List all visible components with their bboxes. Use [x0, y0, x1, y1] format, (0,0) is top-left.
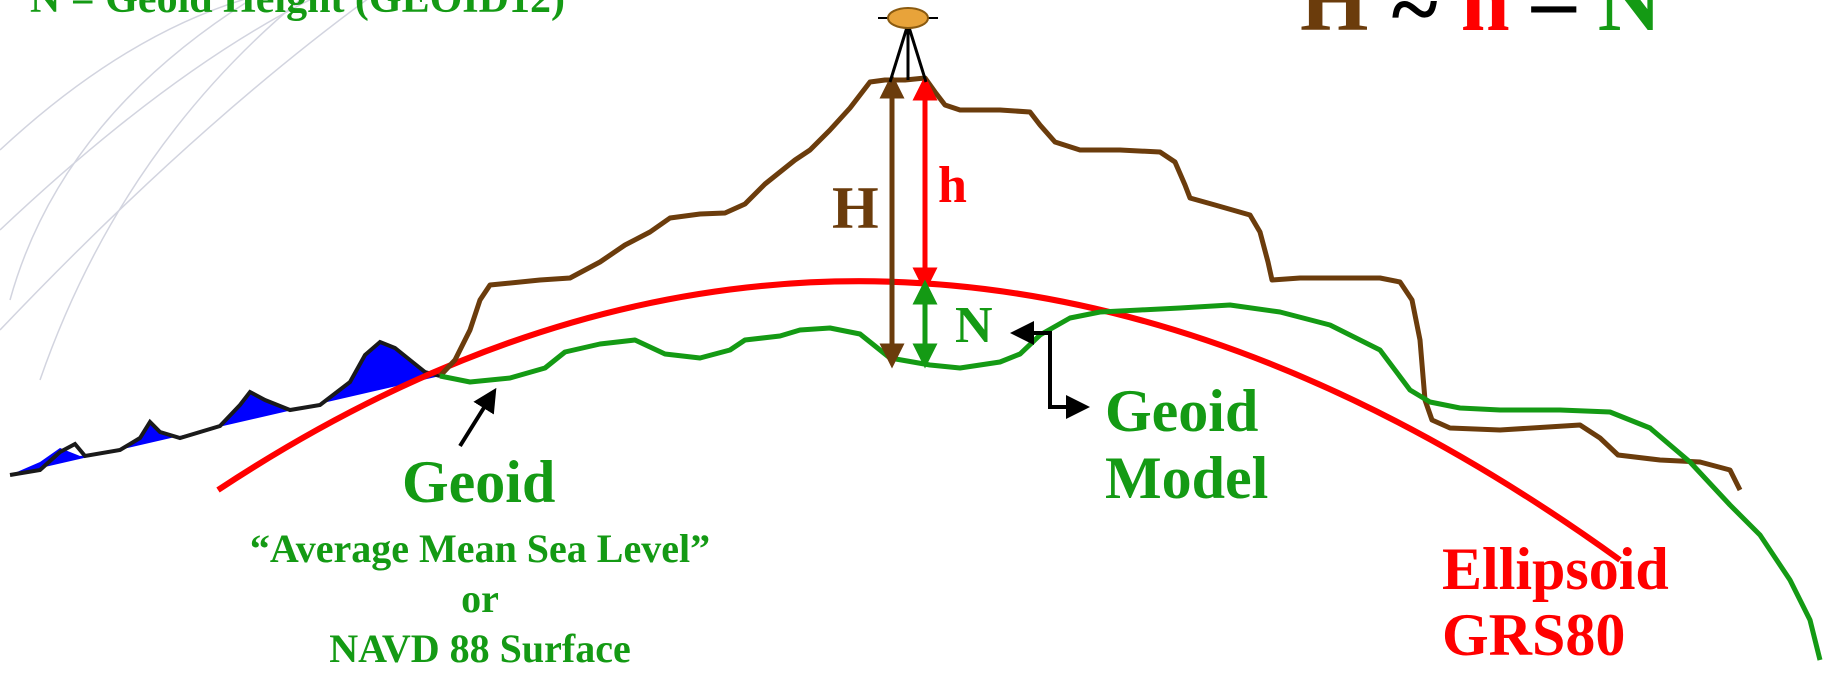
- geoid-description-line1: “Average Mean Sea Level”: [249, 526, 711, 571]
- geoid-model-label-line1: Geoid: [1105, 378, 1259, 444]
- height-equation: H ≈ h – N: [1300, 0, 1661, 46]
- background-arcs: [0, 0, 368, 381]
- equation-minus: –: [1531, 0, 1576, 50]
- ellipsoid-curve: [216, 278, 1622, 563]
- h-label: h: [938, 157, 967, 214]
- geoid-height-legend: N = Geoid Height (GEOID12): [30, 0, 565, 20]
- geoid-description-line2: or: [461, 576, 499, 621]
- ellipsoid-label-line2: GRS80: [1442, 602, 1626, 668]
- ocean-fill: [10, 342, 440, 475]
- N-label: N: [955, 297, 993, 354]
- terrain-line: [438, 75, 1743, 492]
- ellipsoid-label: Ellipsoid GRS80: [1442, 536, 1669, 668]
- geoid-model-label-line2: Model: [1105, 445, 1269, 512]
- geoid-description-line3: NAVD 88 Surface: [329, 626, 631, 671]
- equation-H: H: [1300, 0, 1369, 50]
- equation-N: N: [1597, 0, 1662, 50]
- equation-approx: ≈: [1390, 0, 1439, 50]
- geoid-pointer-arrow: [458, 387, 497, 448]
- gps-tripod-icon: [878, 7, 938, 83]
- H-label: H: [832, 175, 879, 241]
- ellipsoid-label-line1: Ellipsoid: [1442, 536, 1669, 602]
- geoid-description: “Average Mean Sea Level” or NAVD 88 Surf…: [200, 524, 760, 674]
- geoid-model-label: Geoid Model: [1105, 378, 1268, 512]
- geoid-model-pointer-arrow: [1010, 321, 1090, 419]
- equation-h: h: [1460, 0, 1510, 50]
- seafloor-line: [9, 339, 441, 477]
- geoid-label: Geoid: [402, 449, 556, 515]
